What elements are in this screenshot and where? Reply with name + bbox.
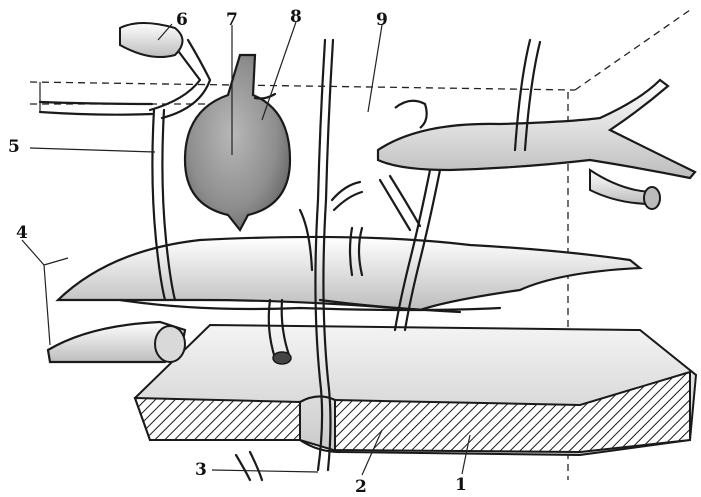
label-1: 1: [455, 475, 467, 495]
label-4: 4: [16, 223, 28, 243]
bulb: [120, 23, 290, 230]
label-5: 5: [8, 137, 20, 157]
label-3: 3: [195, 460, 207, 480]
label-2: 2: [355, 477, 367, 497]
label-7: 7: [226, 10, 238, 30]
bottom-slab: [135, 325, 696, 455]
label-8: 8: [290, 7, 302, 27]
label-6: 6: [176, 10, 188, 30]
label-9: 9: [376, 10, 388, 30]
